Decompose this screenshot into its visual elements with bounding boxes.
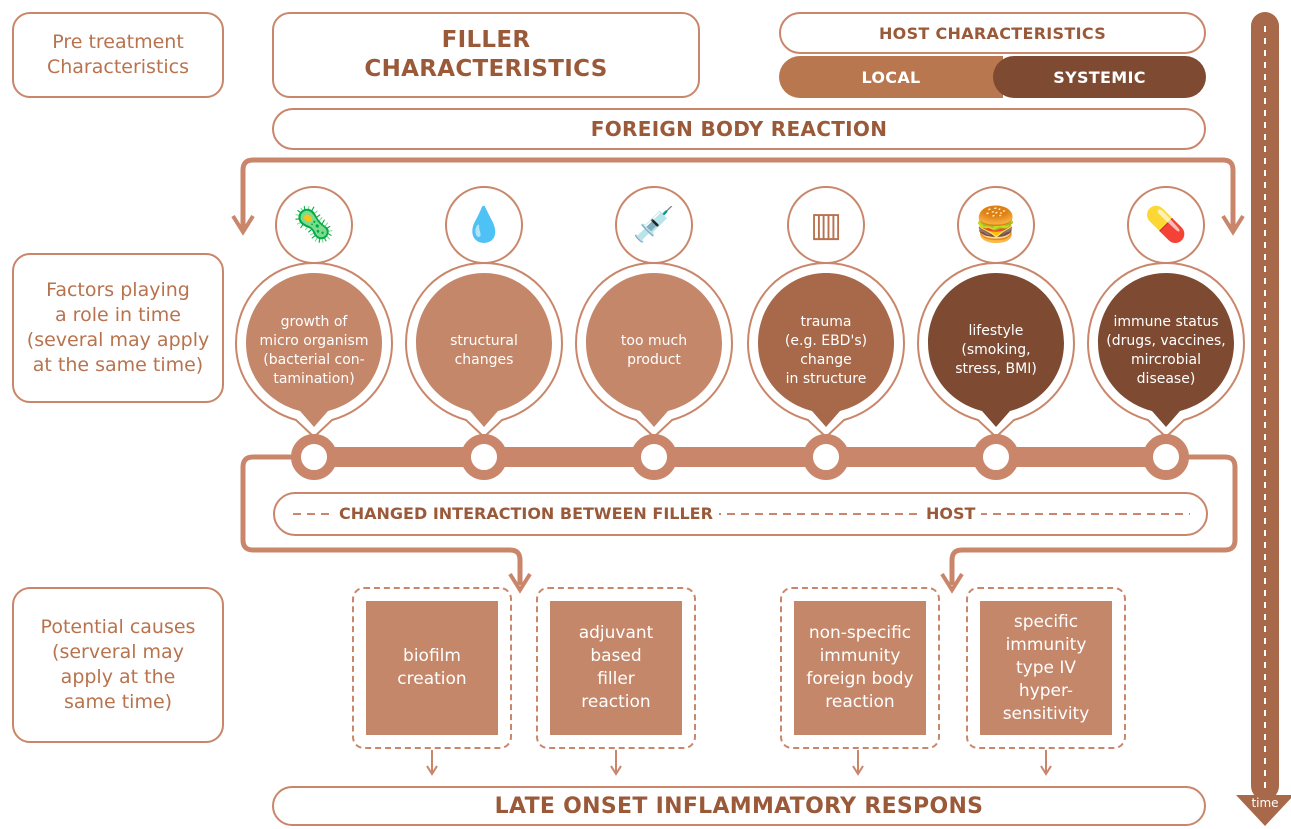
- cause-biofilm: biofilm creation: [352, 587, 512, 749]
- factor-bubble-shape: [574, 186, 734, 480]
- timeline-node: [461, 434, 507, 480]
- factor-label: too much product: [620, 332, 688, 368]
- cause-specific-immunity: specific immunity type IV hyper- sensiti…: [966, 587, 1126, 749]
- factors-label: Factors playing a role in time (several …: [12, 253, 224, 403]
- timeline-node: [973, 434, 1019, 480]
- bacteria-icon: 🦠: [292, 205, 336, 245]
- factor-label: lifestyle (smoking, stress, BMI): [955, 323, 1037, 377]
- time-label: time: [1251, 796, 1279, 810]
- interaction-box: CHANGED INTERACTION BETWEEN FILLER HOST: [273, 492, 1208, 536]
- skin-layers-icon: ▥: [809, 205, 843, 245]
- pills-icon: 💊: [1144, 205, 1188, 245]
- factor-bubble-shape: [746, 186, 906, 480]
- filler-characteristics-box: FILLER CHARACTERISTICS: [272, 12, 700, 98]
- host-characteristics-title: HOST CHARACTERISTICS: [779, 12, 1206, 54]
- factor-syringe: 💉 too much product: [568, 175, 740, 480]
- factor-pills: 💊 immune status (drugs, vaccines, mircrob…: [1080, 175, 1252, 480]
- factor-burger: 🍔 lifestyle (smoking, stress, BMI): [910, 175, 1082, 480]
- cause-label: non-specific immunity foreign body react…: [794, 601, 926, 735]
- factor-label: growth of micro organism (bacterial con-…: [259, 313, 369, 387]
- factor-bubble-shape: [234, 186, 394, 480]
- timeline-node: [291, 434, 337, 480]
- pre-treatment-label: Pre treatment Characteristics: [12, 12, 224, 98]
- cause-label: specific immunity type IV hyper- sensiti…: [980, 601, 1112, 735]
- causes-label: Potential causes (serveral may apply at …: [12, 587, 224, 743]
- factor-bacteria: 🦠 growth of micro organism (bacterial con…: [228, 175, 400, 480]
- interaction-right-label: HOST: [920, 504, 982, 523]
- factor-gel-drop: 💧 structural changes: [398, 175, 570, 480]
- factor-label: structural changes: [450, 332, 518, 368]
- interaction-left-label: CHANGED INTERACTION BETWEEN FILLER: [333, 504, 719, 523]
- factor-label: trauma (e.g. EBD's) change in structure: [784, 313, 868, 387]
- factor-skin-layers: ▥ trauma (e.g. EBD's) change in structure: [740, 175, 912, 480]
- cause-label: adjuvant based filler reaction: [550, 601, 682, 735]
- factor-bubble-shape: [404, 186, 564, 480]
- timeline-node: [631, 434, 677, 480]
- cause-non-specific-immunity: non-specific immunity foreign body react…: [780, 587, 940, 749]
- foreign-body-reaction-box: FOREIGN BODY REACTION: [272, 108, 1206, 150]
- systemic-pill: SYSTEMIC: [993, 56, 1206, 98]
- syringe-icon: 💉: [632, 205, 676, 245]
- factor-bubble-shape: [1086, 186, 1246, 480]
- gel-drop-icon: 💧: [462, 205, 506, 245]
- cause-label: biofilm creation: [366, 601, 498, 735]
- timeline-node: [1143, 434, 1189, 480]
- local-pill: LOCAL: [779, 56, 1003, 98]
- late-onset-box: LATE ONSET INFLAMMATORY RESPONS: [272, 786, 1206, 826]
- cause-adjuvant: adjuvant based filler reaction: [536, 587, 696, 749]
- factor-label: immune status (drugs, vaccines, mircrobi…: [1106, 313, 1226, 387]
- timeline-node: [803, 434, 849, 480]
- factor-bubble-shape: [916, 186, 1076, 480]
- burger-icon: 🍔: [974, 205, 1018, 245]
